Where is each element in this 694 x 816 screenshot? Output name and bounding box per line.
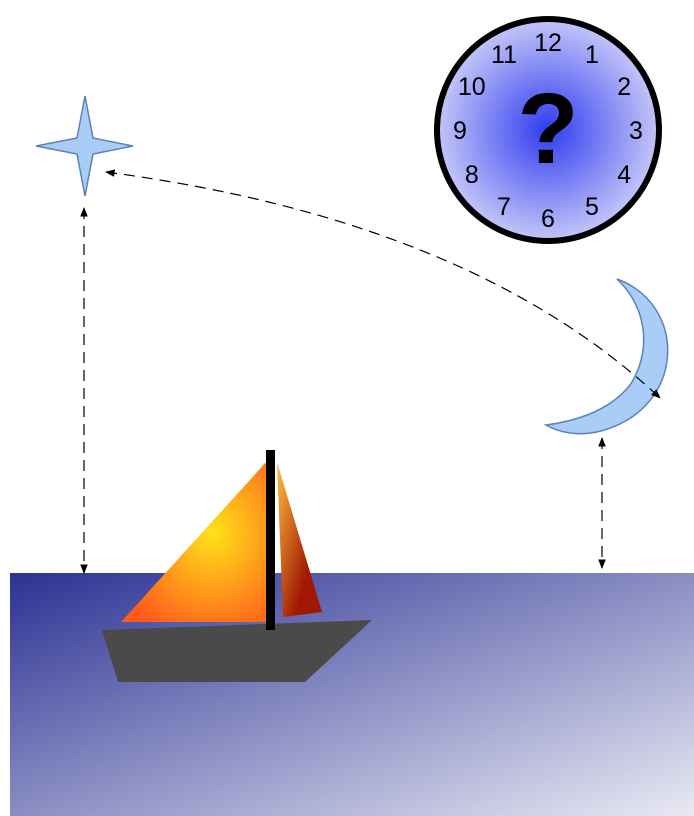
sea [10,573,694,816]
clock-numeral: 10 [458,73,486,101]
clock-numeral: 6 [541,205,555,233]
boat-jib-sail [277,462,322,617]
clock-numeral: 12 [534,29,562,57]
clock-numeral: 7 [497,193,511,221]
clock-numeral: 1 [585,41,599,69]
clock-numeral: 8 [465,161,479,189]
clock-question-mark: ? [517,73,578,185]
boat-main-sail [121,460,268,622]
clock-numeral: 3 [629,117,643,145]
clock-numeral: 5 [585,193,599,221]
boat-mast [266,450,275,630]
clock-numeral: 11 [491,41,517,69]
clock-numeral: 4 [617,161,631,189]
clock-numeral: 2 [617,73,631,101]
sailboat [102,450,372,682]
four-point-star-icon [36,96,133,196]
crescent-moon-icon [546,279,668,434]
clock-numeral: 9 [453,117,467,145]
